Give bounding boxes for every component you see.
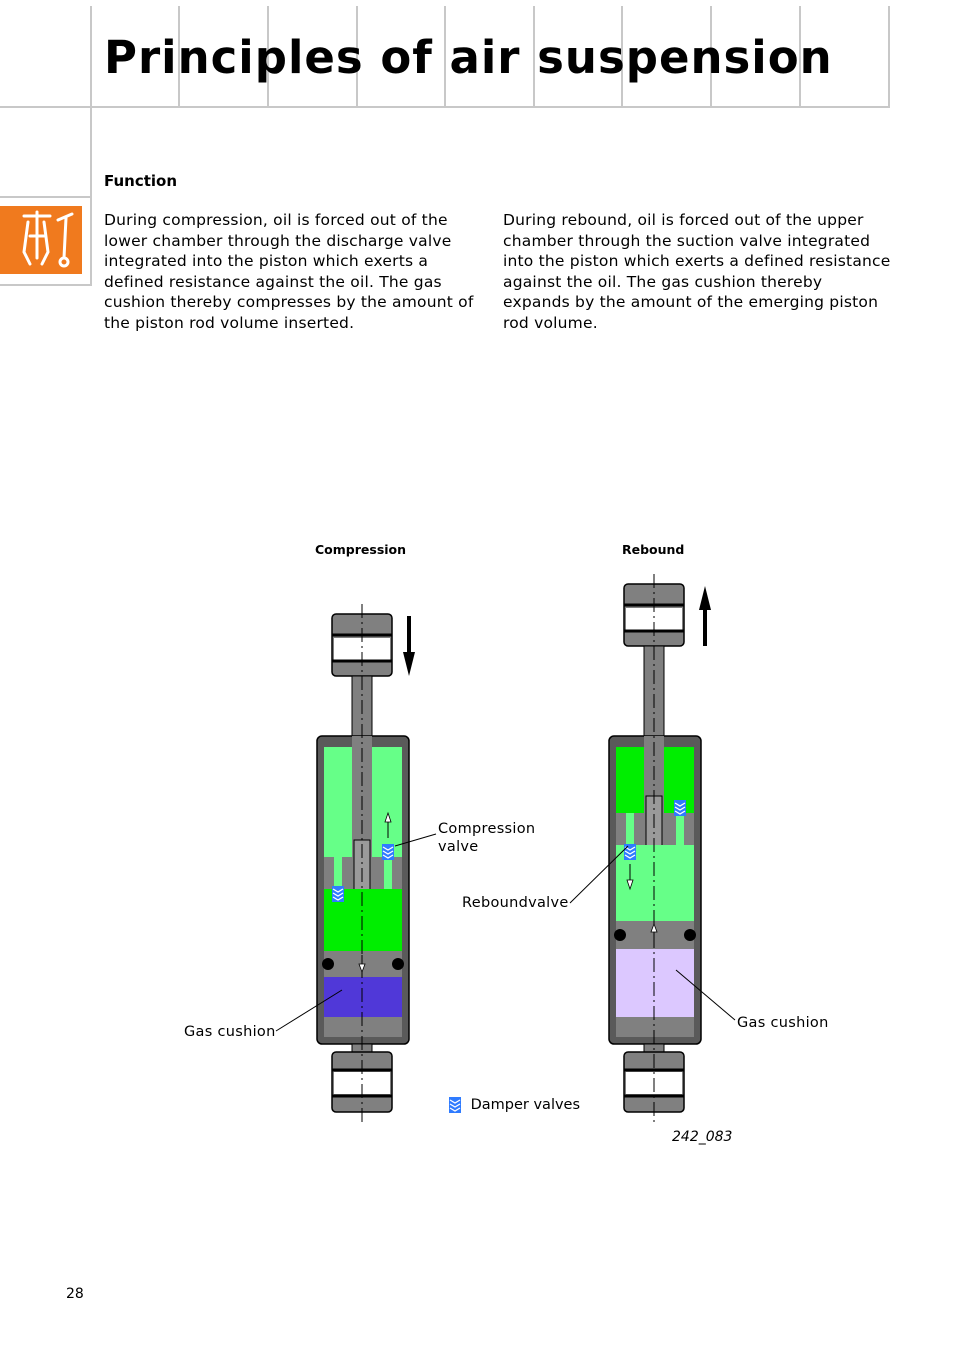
flow-arrow bbox=[626, 864, 658, 942]
damper-valve-icon bbox=[673, 799, 687, 817]
label-gas-cushion-rebound: Gas cushion bbox=[737, 1015, 829, 1031]
legend: Damper valves bbox=[448, 1096, 580, 1114]
gas-cushion-compressed bbox=[324, 977, 402, 1017]
header-grid-line bbox=[267, 6, 269, 106]
legend-label: Damper valves bbox=[470, 1097, 581, 1113]
section-tab bbox=[0, 206, 82, 274]
figure-heading-compression: Compression bbox=[315, 542, 407, 557]
margin-line bbox=[90, 6, 92, 286]
floating-piston bbox=[614, 921, 696, 949]
flow-arrow bbox=[358, 811, 392, 974]
compression-damper bbox=[275, 604, 437, 1124]
damper-valve-legend-icon bbox=[449, 1097, 461, 1113]
compression-direction-arrow bbox=[403, 616, 415, 676]
header-grid-line bbox=[533, 6, 535, 106]
page-title: Principles of air suspension bbox=[104, 31, 833, 84]
section-heading: Function bbox=[104, 172, 178, 190]
top-mount-eye bbox=[623, 583, 685, 647]
tab-grid-line bbox=[0, 196, 92, 198]
bottom-mount-eye bbox=[331, 1043, 393, 1113]
header-grid-line bbox=[799, 6, 801, 106]
header-grid-line bbox=[356, 6, 358, 106]
paragraph-compression: During compression, oil is forced out of… bbox=[104, 211, 474, 332]
paragraph-rebound: During rebound, oil is forced out of the… bbox=[503, 211, 891, 332]
piston bbox=[324, 839, 402, 891]
tab-grid-line bbox=[0, 284, 92, 286]
rebound-direction-arrow bbox=[699, 586, 711, 646]
label-compression-valve: Compression valve bbox=[438, 821, 536, 855]
workshop-tools-icon bbox=[22, 210, 74, 268]
label-rebound-valve: Reboundvalve bbox=[462, 895, 569, 911]
damper-valve-icon bbox=[381, 843, 395, 861]
gas-cushion-expanded bbox=[616, 949, 694, 1017]
figure-reference: 242_083 bbox=[672, 1129, 733, 1145]
leader-line bbox=[275, 989, 343, 1032]
leader-line bbox=[394, 833, 437, 847]
header-grid-line bbox=[710, 6, 712, 106]
header-grid-line bbox=[178, 6, 180, 106]
header-grid-line bbox=[888, 6, 890, 108]
header-grid-line bbox=[621, 6, 623, 106]
damper-valve-icon bbox=[623, 843, 637, 861]
header-grid-line bbox=[444, 6, 446, 106]
page-number: 28 bbox=[66, 1286, 84, 1302]
leader-line bbox=[569, 845, 629, 904]
header-grid-line bbox=[0, 106, 890, 108]
top-mount-eye bbox=[331, 613, 393, 677]
label-gas-cushion-compression: Gas cushion bbox=[184, 1024, 276, 1040]
rebound-damper bbox=[569, 574, 736, 1124]
leader-line bbox=[675, 969, 736, 1021]
figure-heading-rebound: Rebound bbox=[622, 542, 685, 557]
damper-valve-icon bbox=[331, 885, 345, 903]
